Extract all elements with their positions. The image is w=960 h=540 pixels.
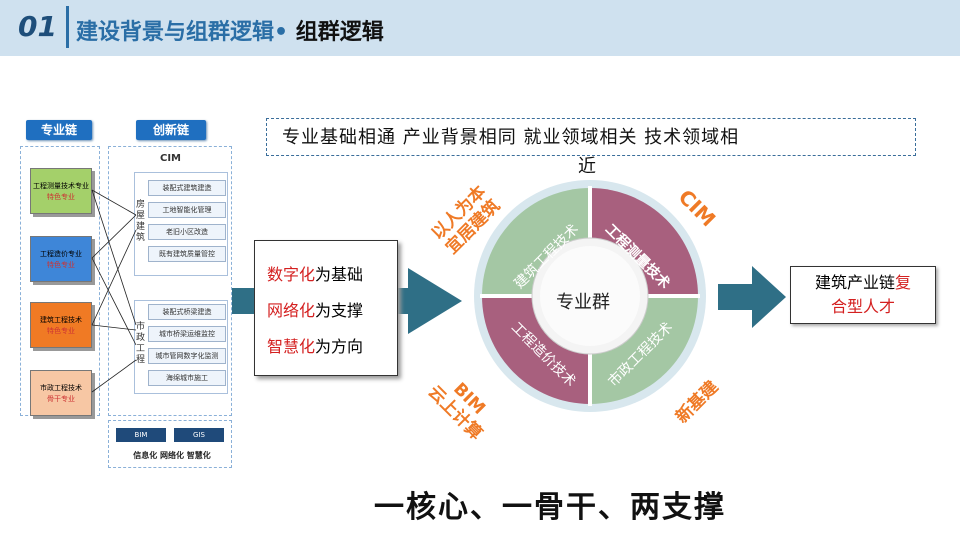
group-municipal (134, 300, 228, 394)
principle-smart-rest: 为方向 (315, 337, 364, 356)
major-name: 市政工程技术 (40, 384, 82, 392)
arrow-center-to-right (718, 266, 786, 328)
title-sub: 组群逻辑 (295, 20, 384, 45)
tech-footer: 信息化 网络化 智慧化 (133, 451, 211, 460)
major-cube: 建筑工程技术特色专业 (30, 302, 92, 348)
major-cube: 工程造价专业特色专业 (30, 236, 92, 282)
talent-line-2: 合型人才 (830, 297, 895, 316)
banner-text: 专业基础相通 产业背景相同 就业领域相关 技术领域相 (282, 127, 740, 148)
page-title: 建设背景与组群逻辑• 组群逻辑 (76, 14, 384, 46)
tag-professional-chain: 专业链 (26, 120, 92, 140)
talent-box: 建筑产业链复 合型人才 (790, 266, 936, 324)
tech-panel (108, 420, 232, 468)
principle-smart: 智慧化为方向 (267, 329, 397, 365)
innovation-item: 工地智能化管理 (148, 202, 226, 218)
slogan: 一核心、一骨干、两支撑 (374, 490, 726, 525)
innovation-item: 既有建筑质量管控 (148, 246, 226, 262)
principle-digital: 数字化为基础 (267, 257, 397, 293)
talent-line-1: 建筑产业链复 (791, 271, 935, 295)
header-divider (66, 6, 69, 48)
principle-network: 网络化为支撑 (267, 293, 397, 329)
principle-network-key: 网络化 (267, 301, 316, 320)
group-housing-label: 房屋建筑 (136, 200, 146, 243)
section-number: 01 (18, 10, 57, 43)
banner-box (266, 118, 916, 156)
major-tier: 特色专业 (47, 261, 75, 269)
innovation-item: 城市管网数字化监测 (148, 348, 226, 364)
innovation-panel (108, 146, 232, 416)
cim-label: CIM (160, 153, 182, 164)
major-tier: 特色专业 (47, 327, 75, 335)
major-name: 建筑工程技术 (40, 316, 82, 324)
major-name: 工程测量技术专业 (33, 182, 89, 190)
principle-network-rest: 为支撑 (315, 301, 364, 320)
group-housing (134, 172, 228, 276)
principle-digital-rest: 为基础 (315, 265, 364, 284)
principle-digital-key: 数字化 (267, 265, 316, 284)
major-cube: 市政工程技术骨干专业 (30, 370, 92, 416)
major-tier: 骨干专业 (47, 395, 75, 403)
talent-line-1-a: 建筑产业链 (814, 273, 895, 292)
principle-smart-key: 智慧化 (267, 337, 316, 356)
title-main: 建设背景与组群逻辑 (76, 20, 275, 45)
title-separator: • (274, 20, 289, 45)
innovation-item: 老旧小区改造 (148, 224, 226, 240)
major-cube: 工程测量技术专业特色专业 (30, 168, 92, 214)
bim-box: BIM (116, 428, 166, 442)
principles-box: 数字化为基础 网络化为支撑 智慧化为方向 (254, 240, 398, 376)
major-tier: 特色专业 (47, 193, 75, 201)
innovation-item: 装配式建筑建造 (148, 180, 226, 196)
talent-line-1-red: 复 (895, 273, 912, 292)
innovation-item: 装配式桥梁建造 (148, 304, 226, 320)
header-bar (0, 0, 960, 56)
innovation-item: 海绵城市施工 (148, 370, 226, 386)
center-label: 专业群 (556, 292, 610, 313)
innovation-item: 城市桥梁运维监控 (148, 326, 226, 342)
banner-text-wrap: 近 (578, 156, 596, 177)
group-municipal-label: 市政工程 (136, 322, 146, 365)
tag-innovation-chain: 创新链 (136, 120, 206, 140)
gis-box: GIS (174, 428, 224, 442)
major-name: 工程造价专业 (40, 250, 82, 258)
